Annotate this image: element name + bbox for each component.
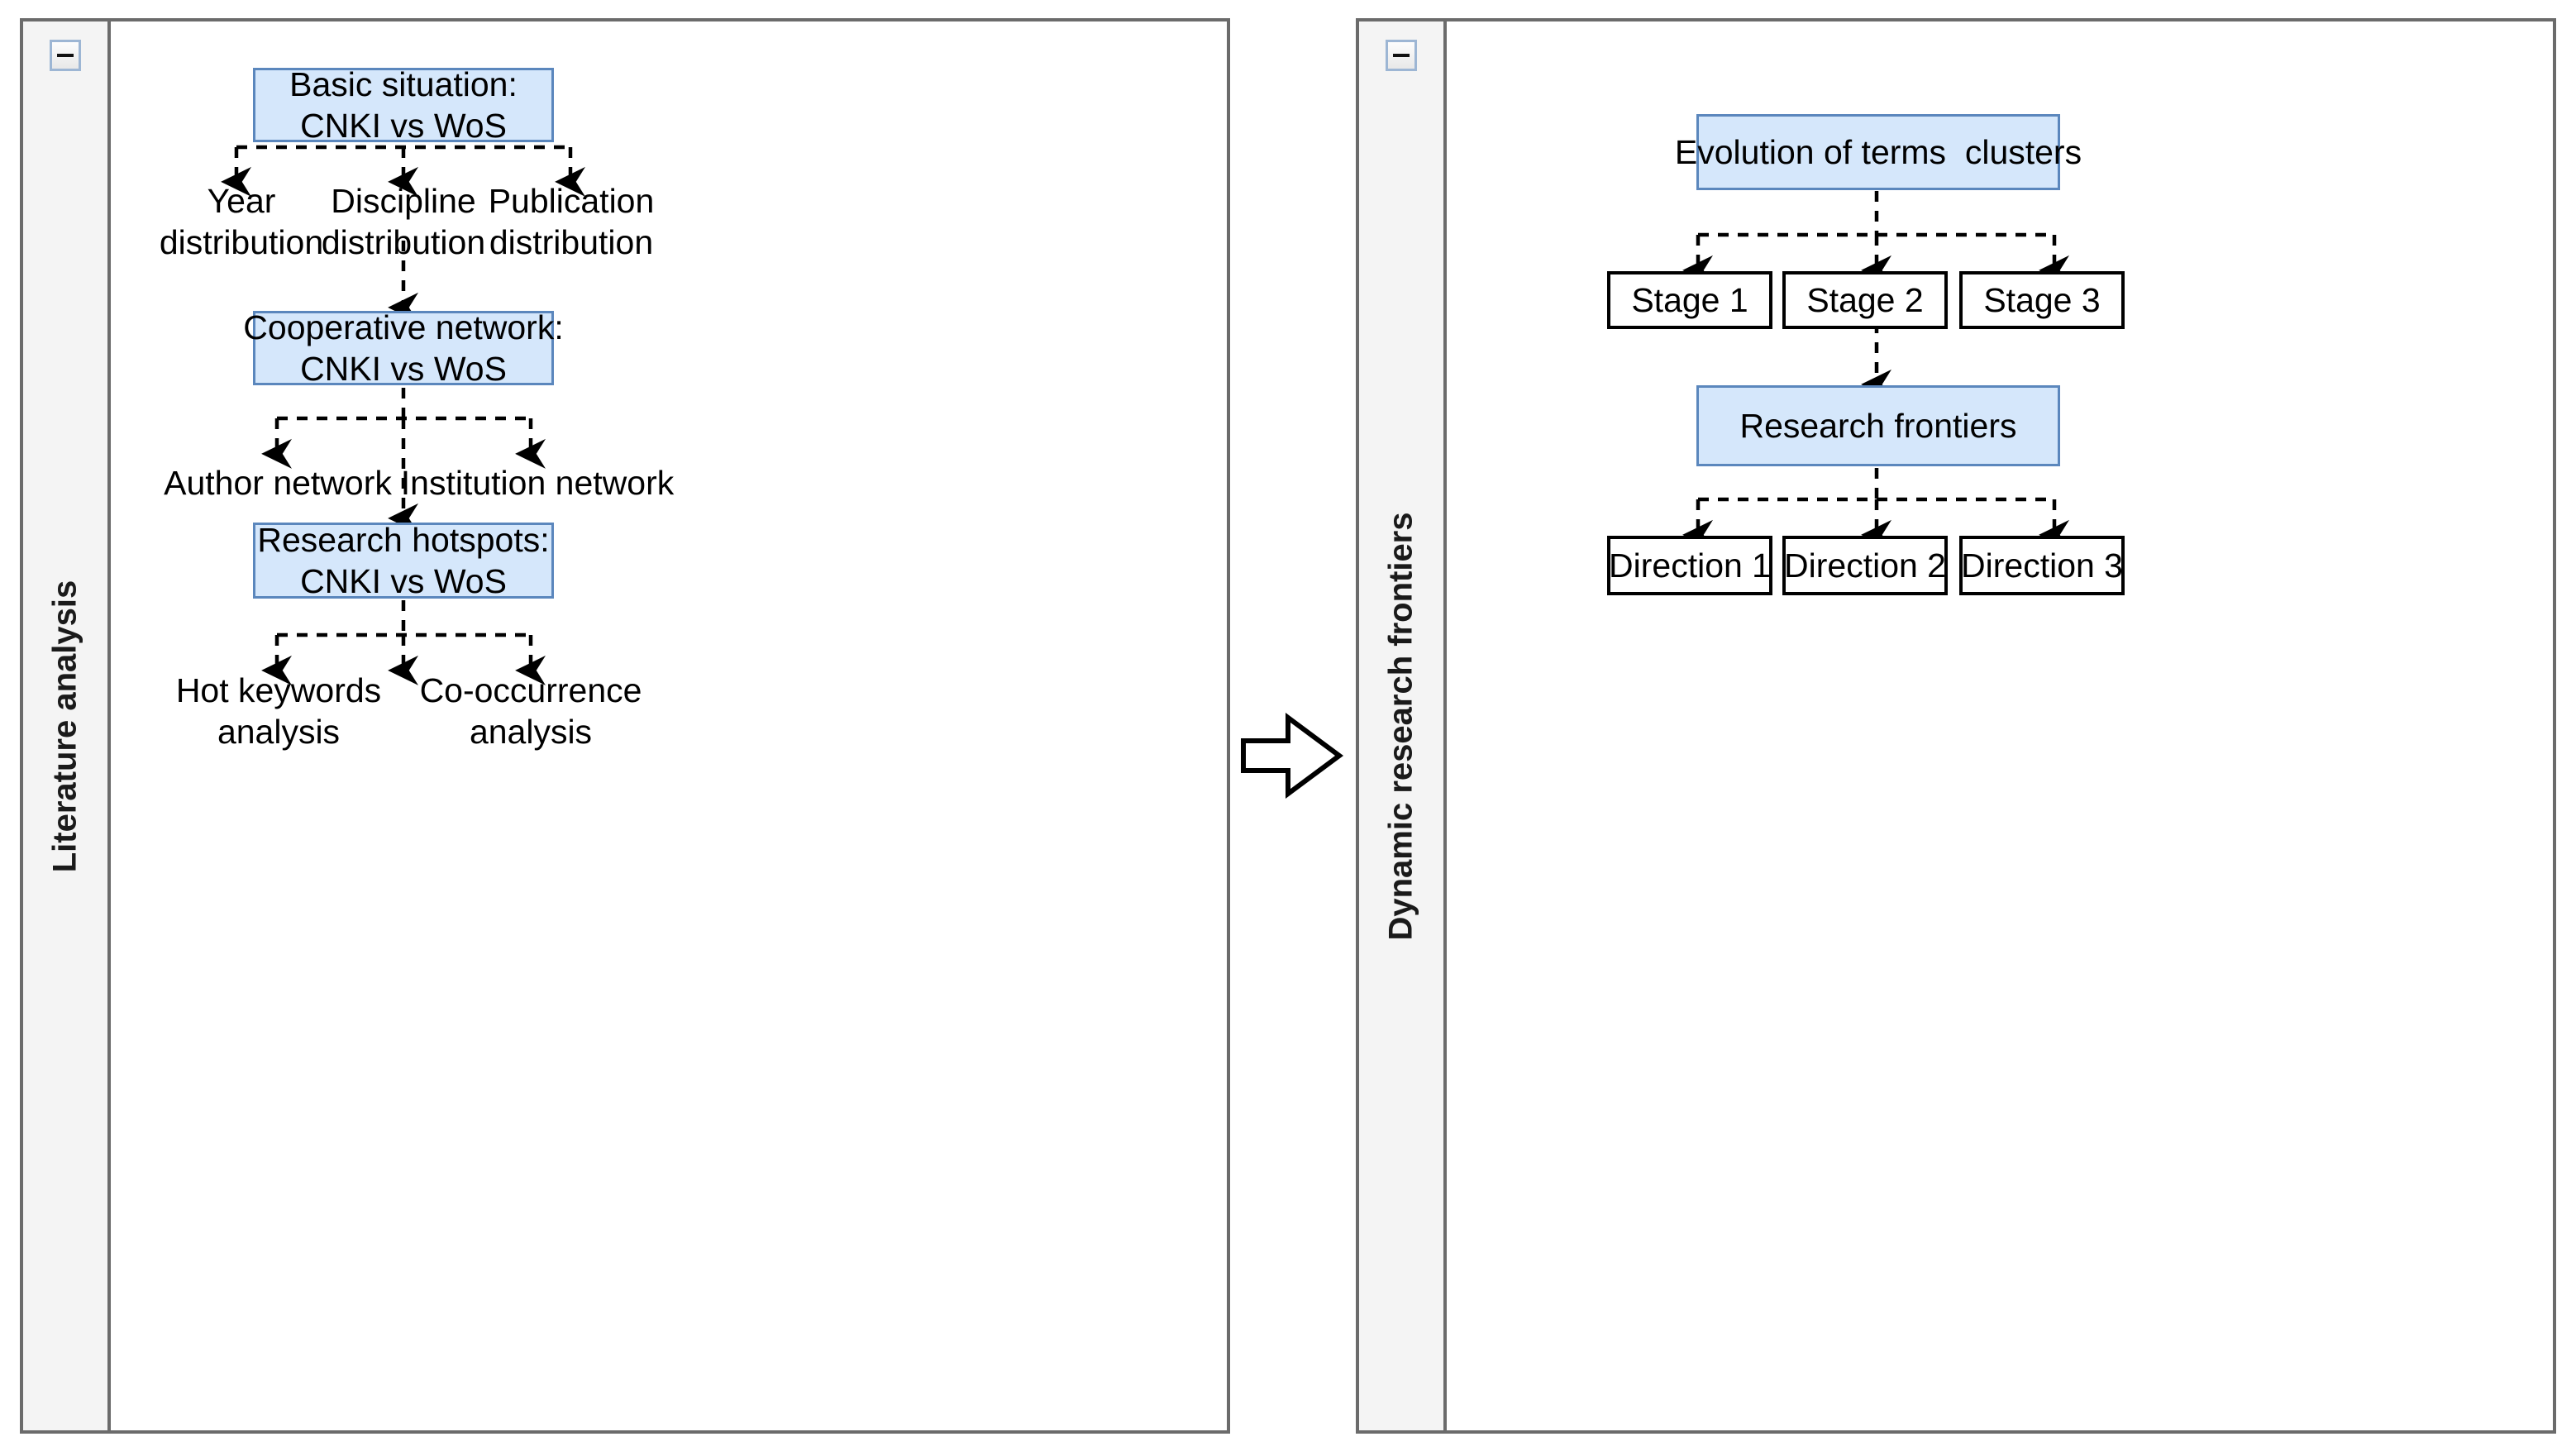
node-label: Publication distribution: [488, 181, 655, 261]
node-publication-distribution[interactable]: Publication distribution: [468, 182, 675, 261]
panel-dynamic-research-frontiers: Dynamic research frontiers: [1356, 18, 2556, 1434]
node-label: Research hotspots: CNKI vs WoS: [257, 520, 550, 600]
node-label: Hot keywords analysis: [175, 671, 382, 751]
node-evolution-of-terms-clusters[interactable]: Evolution of terms clusters: [1675, 114, 2082, 190]
node-label: Cooperative network: CNKI vs WoS: [243, 308, 564, 388]
node-direction-3[interactable]: Direction 3: [1959, 536, 2125, 595]
node-stage-3[interactable]: Stage 3: [1959, 271, 2125, 329]
left-panel-title: Literature analysis: [46, 580, 83, 872]
flow-arrow-right: [1241, 713, 1344, 799]
right-connectors: [1682, 191, 2070, 550]
node-label: Co-occurrence analysis: [419, 671, 642, 751]
node-label: Stage 3: [1983, 280, 2101, 319]
right-panel-body: Evolution of terms clusters Stage 1 Stag…: [1447, 21, 2553, 1430]
node-label: Direction 2: [1784, 546, 1946, 585]
left-panel-titlebar: Literature analysis: [23, 21, 111, 1430]
right-panel-titlebar: Dynamic research frontiers: [1359, 21, 1447, 1430]
node-label: Research frontiers: [1739, 406, 2017, 445]
minus-icon: [1393, 54, 1410, 57]
minus-icon: [57, 54, 74, 57]
node-direction-1[interactable]: Direction 1: [1607, 536, 1772, 595]
node-label: Evolution of terms clusters: [1674, 132, 2082, 171]
node-label: Basic situation: CNKI vs WoS: [289, 64, 518, 145]
node-label: Institution network: [400, 463, 675, 502]
node-stage-2[interactable]: Stage 2: [1782, 271, 1948, 329]
node-label: Discipline distribution: [321, 181, 486, 261]
node-cooccurrence-analysis[interactable]: Co-occurrence analysis: [420, 671, 642, 751]
node-label: Direction 3: [1961, 546, 2123, 585]
node-research-hotspots[interactable]: Research hotspots: CNKI vs WoS: [253, 521, 554, 600]
node-year-distribution[interactable]: Year distribution: [142, 182, 341, 261]
node-label: Direction 1: [1609, 546, 1771, 585]
node-stage-1[interactable]: Stage 1: [1607, 271, 1772, 329]
node-label: Stage 2: [1806, 280, 1924, 319]
node-cooperative-network[interactable]: Cooperative network: CNKI vs WoS: [243, 308, 563, 388]
node-discipline-distribution[interactable]: Discipline distribution: [304, 182, 503, 261]
node-institution-network[interactable]: Institution network: [401, 460, 674, 506]
left-panel-body: Basic situation: CNKI vs WoS Year distri…: [111, 21, 1227, 1430]
node-direction-2[interactable]: Direction 2: [1782, 536, 1948, 595]
node-label: Author network: [164, 463, 392, 502]
block-arrow-shape: [1241, 713, 1344, 799]
node-label: Year distribution: [159, 181, 324, 261]
right-panel-title: Dynamic research frontiers: [1382, 511, 1419, 941]
node-label: Stage 1: [1631, 280, 1748, 319]
panel-literature-analysis: Literature analysis: [20, 18, 1230, 1434]
node-basic-situation[interactable]: Basic situation: CNKI vs WoS: [253, 65, 554, 145]
collapse-icon-left[interactable]: [50, 40, 81, 71]
collapse-icon-right[interactable]: [1386, 40, 1417, 71]
node-hot-keywords-analysis[interactable]: Hot keywords analysis: [175, 671, 382, 751]
node-research-frontiers[interactable]: Research frontiers: [1696, 385, 2060, 466]
node-author-network[interactable]: Author network: [164, 460, 392, 506]
